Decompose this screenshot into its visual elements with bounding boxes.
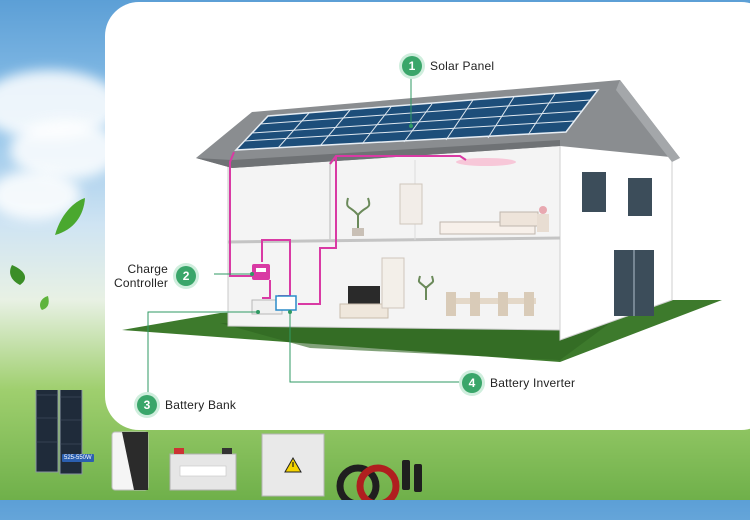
chair [446, 292, 456, 316]
label-line: Charge [127, 262, 169, 276]
label-battery-inverter: 4 Battery Inverter [462, 373, 575, 393]
dining-table [446, 298, 536, 304]
nightstand [537, 214, 549, 232]
badge-2: 2 [176, 266, 197, 286]
label-line: Controller [114, 276, 169, 290]
door [399, 183, 423, 225]
leader-lines [147, 74, 462, 396]
charge-controller-screen [256, 268, 266, 272]
product-combiner-box [261, 433, 325, 497]
leader-dot [256, 310, 260, 314]
solar-panel-grid [243, 93, 591, 149]
house-diagram [122, 74, 722, 396]
badge-3: 3 [137, 395, 157, 415]
label-battery-bank: 3 Battery Bank [137, 395, 236, 415]
chair [498, 292, 508, 316]
leader-dot [250, 272, 254, 276]
product-cables [336, 464, 400, 500]
panel-rating-label: 525-550W [62, 454, 94, 462]
leaf-icon [55, 198, 85, 235]
product-strip [35, 390, 422, 500]
lamp [539, 206, 547, 214]
leaf-icon [40, 296, 49, 310]
plant [346, 197, 371, 230]
solar-panel-array [234, 89, 600, 151]
leaf-icon [10, 265, 26, 285]
battery-inverter [275, 295, 297, 311]
label-solar-panel: 1 Solar Panel [402, 56, 494, 76]
lawn-shadow [220, 323, 610, 360]
product-gel-battery [169, 448, 237, 491]
tv [348, 286, 380, 304]
leaves-decoration [10, 198, 85, 310]
product-solar-panel [35, 390, 83, 475]
leader-dot [409, 124, 413, 128]
bed-headboard [499, 211, 539, 227]
label-text: Battery Inverter [490, 376, 576, 390]
product-connectors [402, 460, 422, 492]
window [582, 172, 606, 212]
plant [417, 275, 435, 300]
label-charge-controller: Charge Controller 2 [114, 262, 197, 290]
product-wall-battery [111, 431, 149, 491]
bookshelf [381, 257, 405, 309]
label-text: Battery Bank [165, 398, 237, 412]
badge-1: 1 [402, 56, 422, 76]
ceiling-light [456, 158, 516, 166]
roof-edge [196, 140, 560, 168]
window [628, 178, 652, 216]
badge-4: 4 [462, 373, 482, 393]
label-text: Solar Panel [430, 59, 495, 73]
roof-gable-edge [616, 80, 680, 162]
label-text: Charge Controller [114, 262, 168, 290]
chair [524, 292, 534, 316]
chair [470, 292, 480, 316]
leader-dot [288, 310, 292, 314]
plant-pot [352, 228, 364, 236]
tv-stand [339, 303, 389, 319]
floor-divider [227, 236, 561, 244]
